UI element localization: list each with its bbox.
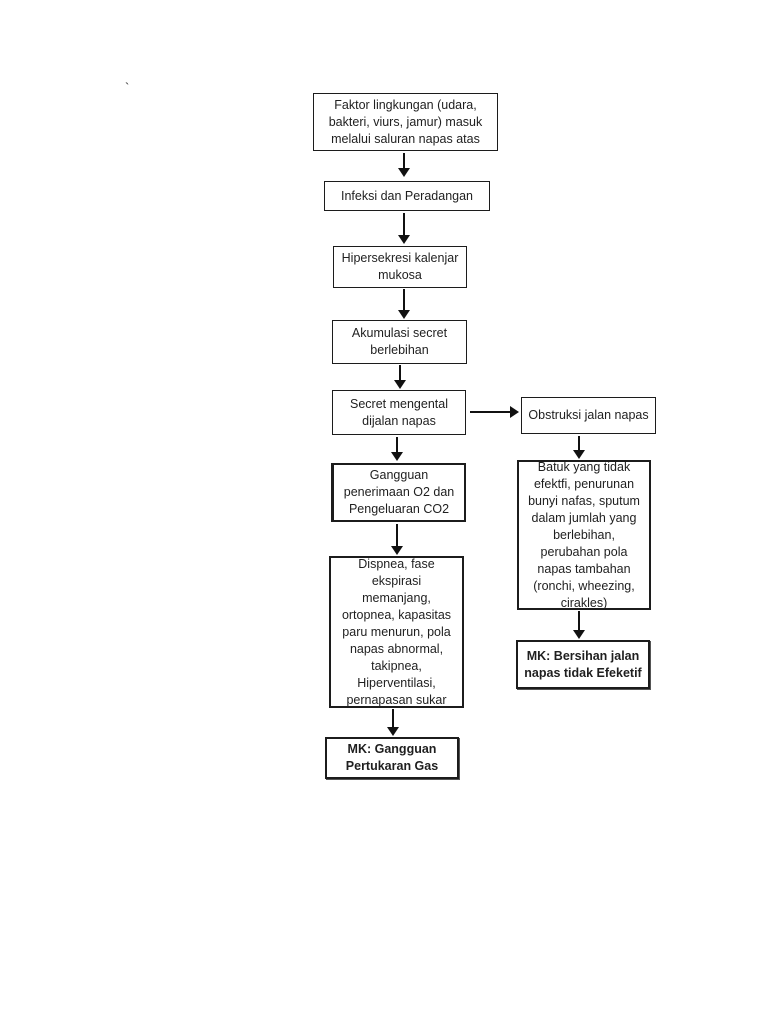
node-label: MK: Bersihan jalan napas tidak Efeketif xyxy=(524,648,642,680)
node-label: Secret mengental dijalan napas xyxy=(350,396,448,428)
arrow-down-icon xyxy=(391,709,394,727)
node-infeksi-dan-peradangan: Infeksi dan Peradangan xyxy=(324,181,490,211)
stray-mark: ` xyxy=(125,80,130,95)
arrow-down-icon xyxy=(403,289,406,310)
node-label: Batuk yang tidak efektfi, penurunan buny… xyxy=(528,459,640,610)
node-secret-mengental-dijalan-napas: Secret mengental dijalan napas xyxy=(332,390,466,435)
node-label: Gangguan penerimaan O2 dan Pengeluaran C… xyxy=(343,468,455,516)
node-label: Faktor lingkungan (udara, bakteri, viurs… xyxy=(328,97,483,146)
node-label: MK: Gangguan Pertukaran Gas xyxy=(345,742,439,773)
node-faktor-lingkungan: Faktor lingkungan (udara, bakteri, viurs… xyxy=(313,93,498,151)
node-dispnea-gejala: Dispnea, fase ekspirasi memanjang, ortop… xyxy=(329,556,464,708)
arrow-down-icon xyxy=(577,436,580,450)
node-gangguan-penerimaan-o2-pengeluaran-co2: Gangguan penerimaan O2 dan Pengeluaran C… xyxy=(331,463,466,522)
node-label: Obstruksi jalan napas xyxy=(528,408,649,422)
node-mk-bersihan-jalan-napas: MK: Bersihan jalan napas tidak Efeketif xyxy=(516,640,650,689)
node-batuk-tidak-efektif-gejala: Batuk yang tidak efektfi, penurunan buny… xyxy=(517,460,651,610)
arrow-down-icon xyxy=(402,213,405,235)
arrow-down-icon xyxy=(398,365,401,380)
arrow-right-icon xyxy=(470,411,510,414)
node-mk-gangguan-pertukaran-gas: MK: Gangguan Pertukaran Gas xyxy=(325,737,459,779)
arrow-down-icon xyxy=(395,437,398,452)
node-label: Infeksi dan Peradangan xyxy=(340,188,474,203)
arrow-down-icon xyxy=(402,153,405,168)
arrow-down-icon xyxy=(395,524,398,546)
node-label: Akumulasi secret berlebihan xyxy=(351,326,448,357)
node-obstruksi-jalan-napas: Obstruksi jalan napas xyxy=(521,397,656,434)
node-akumulasi-secret-berlebihan: Akumulasi secret berlebihan xyxy=(332,320,467,364)
node-label: Dispnea, fase ekspirasi memanjang, ortop… xyxy=(341,556,452,707)
node-hipersekresi-kalenjar-mukosa: Hipersekresi kalenjar mukosa xyxy=(333,246,467,288)
arrow-down-icon xyxy=(577,611,580,630)
node-label: Hipersekresi kalenjar mukosa xyxy=(341,251,459,282)
